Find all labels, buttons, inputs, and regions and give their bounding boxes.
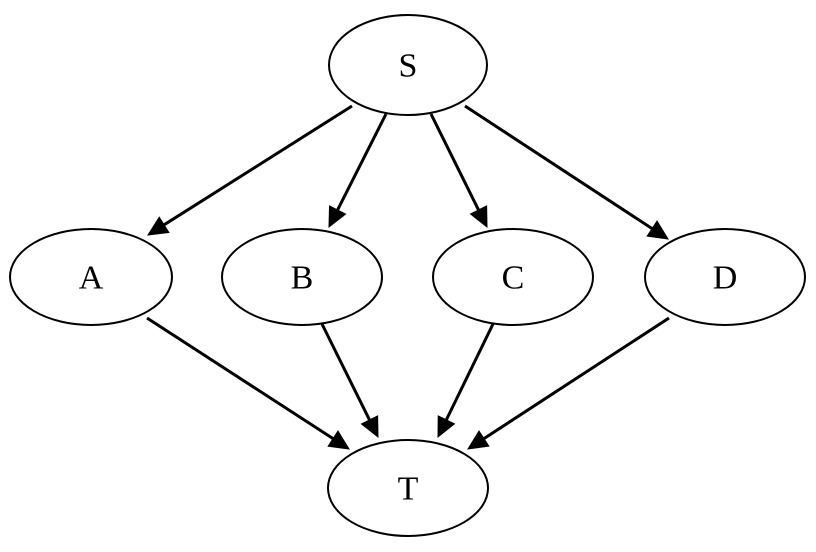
edge-line [146, 316, 337, 442]
node-label-t: T [398, 471, 419, 508]
edge-line [464, 104, 656, 232]
node-s[interactable]: S [328, 14, 488, 116]
nodes-layer: S A B C D T [9, 14, 806, 537]
edge-a-to-t [146, 316, 350, 450]
edge-d-to-t [467, 316, 670, 450]
edge-line [429, 113, 482, 214]
node-ellipse-b[interactable] [221, 228, 383, 326]
node-label-d: D [713, 260, 738, 297]
edge-arrowhead-icon [147, 216, 170, 236]
node-label-b: B [291, 260, 314, 297]
edge-line [160, 104, 353, 228]
edge-arrowhead-icon [328, 205, 347, 229]
edge-arrowhead-icon [467, 430, 490, 450]
edge-line [320, 323, 373, 424]
edge-line [443, 323, 495, 424]
node-b[interactable]: B [221, 228, 383, 326]
edge-arrowhead-icon [646, 220, 669, 240]
node-t[interactable]: T [327, 439, 489, 537]
edge-arrowhead-icon [469, 205, 488, 229]
node-label-s: S [399, 48, 418, 85]
edge-s-to-c [429, 113, 488, 229]
edge-s-to-a [147, 104, 353, 236]
node-label-c: C [502, 260, 525, 297]
node-ellipse-d[interactable] [644, 228, 806, 326]
edge-s-to-d [464, 104, 669, 240]
edge-arrowhead-icon [360, 415, 379, 439]
edge-c-to-t [437, 323, 495, 439]
node-c[interactable]: C [432, 228, 594, 326]
node-label-a: A [79, 260, 104, 297]
edge-arrowhead-icon [327, 430, 350, 450]
node-ellipse-a[interactable] [9, 228, 173, 326]
edge-arrowhead-icon [437, 415, 456, 439]
edge-b-to-t [320, 323, 379, 439]
node-d[interactable]: D [644, 228, 806, 326]
edge-s-to-b [328, 113, 388, 229]
node-ellipse-s[interactable] [328, 14, 488, 116]
node-ellipse-c[interactable] [432, 228, 594, 326]
edge-line [334, 113, 388, 214]
node-a[interactable]: A [9, 228, 173, 326]
edges-layer [146, 104, 670, 450]
node-ellipse-t[interactable] [327, 439, 489, 537]
edge-line [480, 316, 670, 442]
